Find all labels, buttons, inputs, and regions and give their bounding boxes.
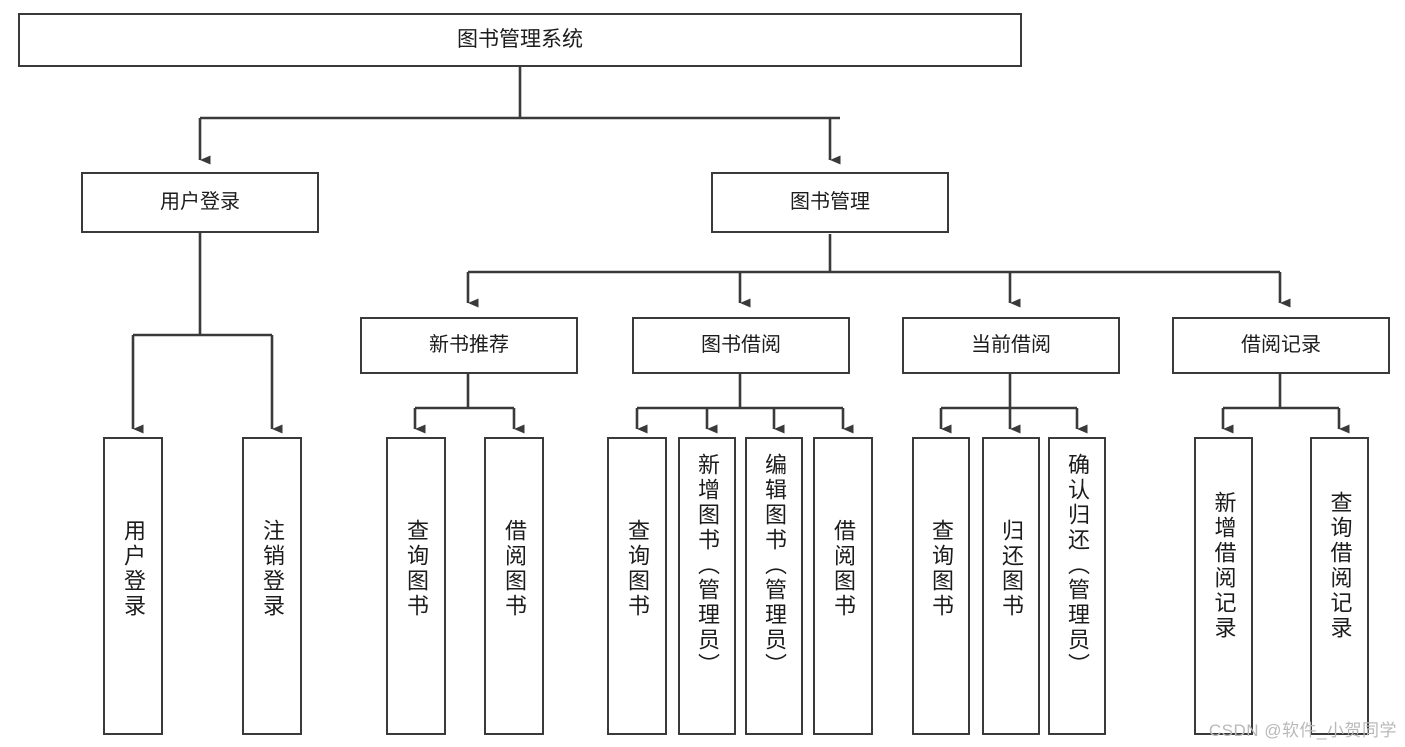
leaf-label: 注销登录 <box>260 519 285 619</box>
node-label: 图书管理系统 <box>457 27 583 51</box>
leaf-label: 查询图书 <box>625 519 650 619</box>
node-label: 用户登录 <box>160 191 240 213</box>
leaf-label: 归还图书 <box>999 519 1024 619</box>
node-book-borrow[interactable]: 图书借阅 <box>632 317 850 374</box>
leaf-edit-book-admin[interactable]: 编辑图书（管理员） <box>745 437 803 735</box>
leaf-label: 借阅图书 <box>502 519 527 619</box>
leaf-label: 用户登录 <box>121 519 146 619</box>
node-borrow-records[interactable]: 借阅记录 <box>1172 317 1390 374</box>
node-current-borrow[interactable]: 当前借阅 <box>902 317 1120 374</box>
leaf-logout[interactable]: 注销登录 <box>242 437 302 735</box>
leaf-label: 新增借阅记录 <box>1211 491 1237 641</box>
leaf-label: 查询图书 <box>929 519 954 619</box>
leaf-label: 新增图书（管理员） <box>695 453 720 678</box>
leaf-query-book-borrow[interactable]: 查询图书 <box>607 437 667 735</box>
leaf-add-book-admin[interactable]: 新增图书（管理员） <box>678 437 736 735</box>
leaf-label: 确认归还（管理员） <box>1065 453 1090 678</box>
watermark-text: CSDN @软件_小贺同学 <box>1208 721 1397 740</box>
leaf-return-book[interactable]: 归还图书 <box>982 437 1040 735</box>
node-user-login[interactable]: 用户登录 <box>81 172 319 233</box>
node-new-book-recommend[interactable]: 新书推荐 <box>360 317 578 374</box>
leaf-query-book-recommend[interactable]: 查询图书 <box>386 437 446 735</box>
node-label: 图书借阅 <box>701 334 781 356</box>
node-label: 借阅记录 <box>1241 334 1321 356</box>
leaf-confirm-return-admin[interactable]: 确认归还（管理员） <box>1048 437 1106 735</box>
leaf-borrow-book-recommend[interactable]: 借阅图书 <box>484 437 544 735</box>
leaf-label: 编辑图书（管理员） <box>762 453 787 678</box>
node-label: 图书管理 <box>790 191 870 213</box>
leaf-query-borrow-record[interactable]: 查询借阅记录 <box>1310 437 1369 735</box>
node-label: 新书推荐 <box>429 334 509 356</box>
leaf-label: 查询借阅记录 <box>1327 491 1353 641</box>
node-book-management[interactable]: 图书管理 <box>711 172 949 233</box>
leaf-add-borrow-record[interactable]: 新增借阅记录 <box>1194 437 1253 735</box>
leaf-query-book-current[interactable]: 查询图书 <box>912 437 970 735</box>
leaf-user-login[interactable]: 用户登录 <box>103 437 163 735</box>
leaf-borrow-book[interactable]: 借阅图书 <box>813 437 873 735</box>
leaf-label: 借阅图书 <box>831 519 856 619</box>
leaf-label: 查询图书 <box>404 519 429 619</box>
node-root-system[interactable]: 图书管理系统 <box>18 13 1022 67</box>
node-label: 当前借阅 <box>971 334 1051 356</box>
